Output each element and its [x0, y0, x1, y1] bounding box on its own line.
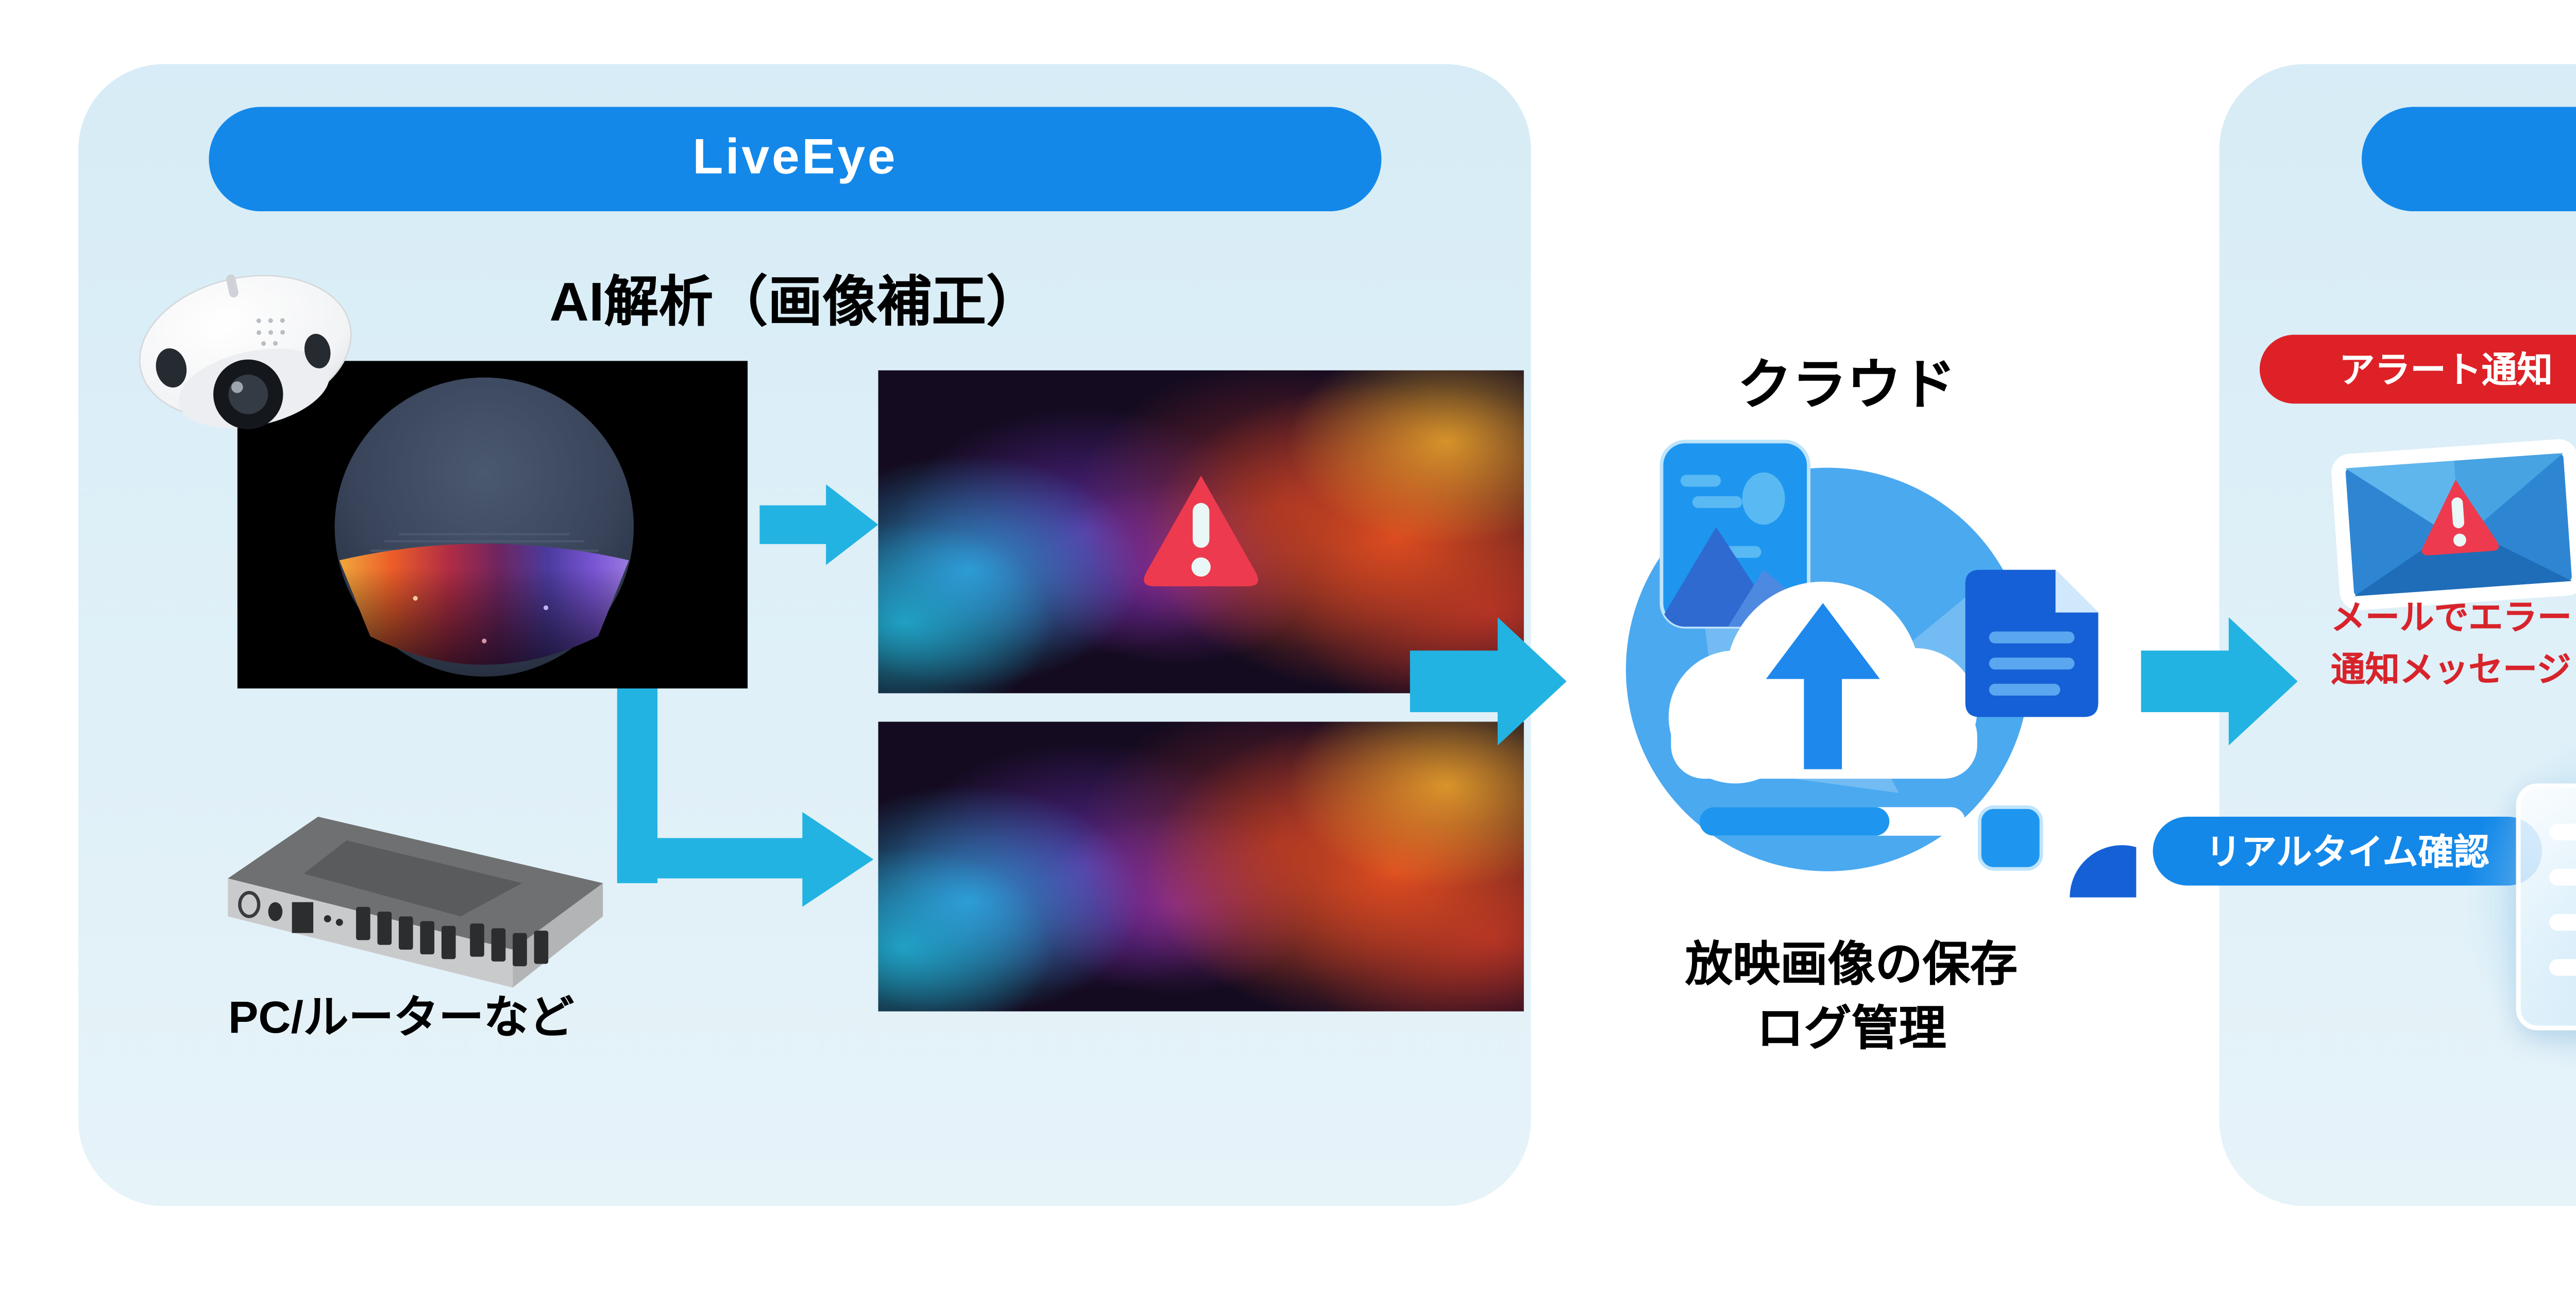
- report-doc: [2516, 783, 2576, 1031]
- document-icon: [1965, 569, 2098, 717]
- report-doc-line: [2549, 823, 2576, 840]
- report-document-icon: [2464, 726, 2576, 1083]
- report-doc-line: [2549, 914, 2576, 931]
- alert-mail-icon: [2331, 439, 2576, 611]
- user-title-pill: ユーザー（管理画面）: [2362, 107, 2576, 212]
- cloud-caption-line2: ログ管理: [1756, 1004, 1946, 1057]
- router-label: PC/ルーターなど: [228, 995, 574, 1045]
- email-error-note: メールでエラー 通知メッセージ: [2331, 594, 2576, 700]
- cloud-heading: クラウド: [1737, 354, 1956, 416]
- report-doc-line: [2549, 959, 2576, 976]
- network-router-icon: [228, 816, 603, 988]
- fisheye-capture-image: [237, 361, 748, 689]
- cloud-caption: 放映画像の保存 ログ管理: [1555, 935, 2148, 1064]
- liveeye-title-pill: LiveEye: [209, 107, 1382, 212]
- email-error-note-line2: 通知メッセージ: [2331, 654, 2571, 692]
- alert-notification-badge: アラート通知: [2259, 334, 2576, 404]
- cloud-upload-icon: [1625, 440, 2137, 898]
- router-arrow-horizontal: [617, 838, 812, 879]
- ai-analysis-heading: AI解析（画像補正）: [549, 271, 1041, 332]
- corrected-image: [878, 721, 1524, 1012]
- report-doc-line: [2549, 869, 2576, 886]
- email-error-note-line1: メールでエラー: [2331, 600, 2572, 639]
- warning-triangle-icon: [1144, 476, 1259, 586]
- dome-camera-icon: [139, 274, 352, 430]
- corrected-image-with-alert: [878, 370, 1524, 694]
- cloud-caption-line1: 放映画像の保存: [1685, 940, 2018, 992]
- liveeye-title-label: LiveEye: [692, 130, 898, 186]
